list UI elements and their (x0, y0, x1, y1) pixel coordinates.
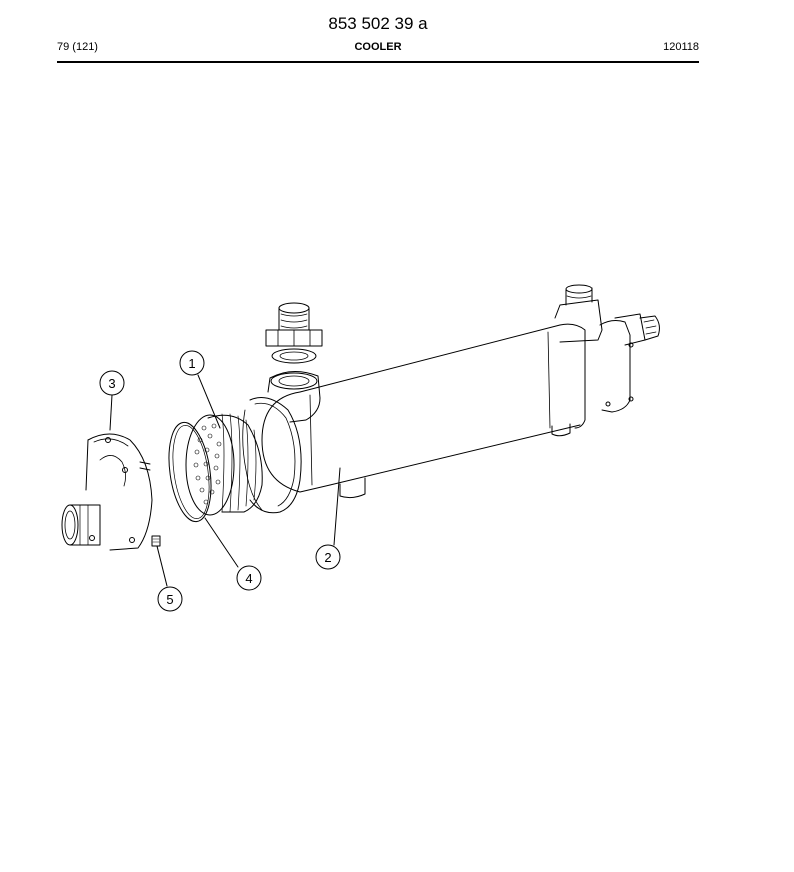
document-number: 853 502 39 a (328, 14, 428, 33)
callout-2: 2 (315, 544, 341, 570)
cooler-shell (261, 323, 586, 499)
callout-5-label: 5 (166, 592, 173, 607)
callout-1: 1 (179, 350, 205, 376)
document-code: 120118 (663, 41, 699, 53)
callout-1-label: 1 (188, 356, 195, 371)
top-fitting (265, 302, 323, 364)
callout-4: 4 (236, 565, 262, 591)
body-flange (242, 397, 302, 514)
tube-bundle (185, 413, 263, 516)
callout-3-label: 3 (108, 376, 115, 391)
callout-5: 5 (157, 586, 183, 612)
header-rule (57, 61, 699, 63)
page-number: 79 (121) (57, 41, 98, 53)
callout-3: 3 (99, 370, 125, 396)
page-title: COOLER (354, 41, 402, 53)
callout-4-label: 4 (245, 571, 252, 586)
o-ring (168, 421, 212, 523)
leader-lines (109, 374, 341, 587)
screw (151, 535, 161, 547)
right-end-assembly (554, 284, 660, 413)
inlet-boss (267, 371, 321, 423)
end-cover (61, 433, 153, 551)
callout-2-label: 2 (324, 550, 331, 565)
